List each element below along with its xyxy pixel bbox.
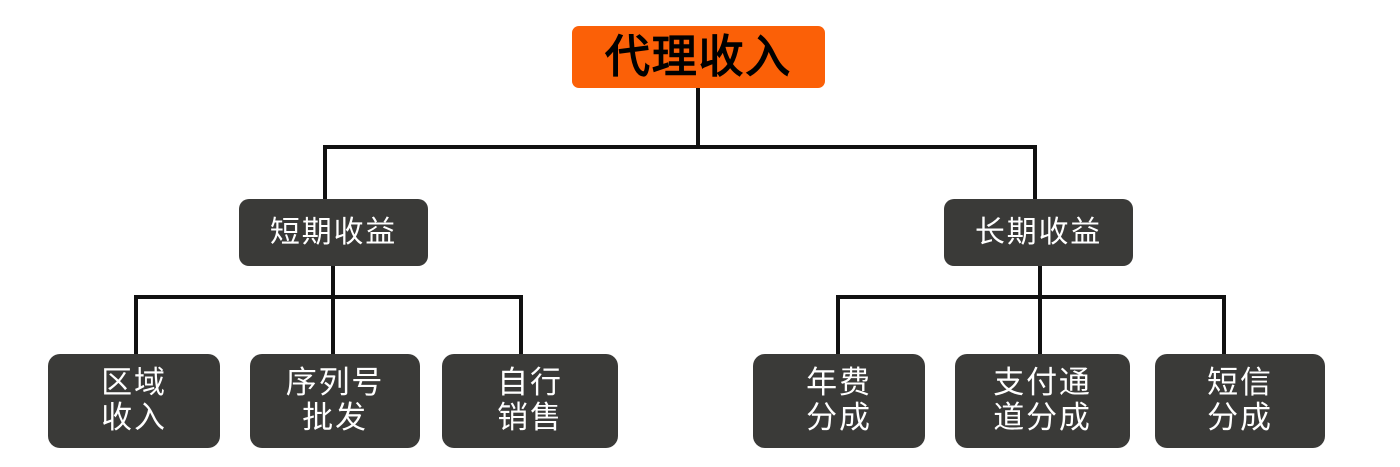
node-root-label: 代理收入	[604, 30, 793, 84]
connector-short-term-horizontal	[134, 295, 523, 299]
node-root-agent-income[interactable]: 代理收入	[572, 26, 825, 88]
node-long-term-label: 长期收益	[974, 214, 1103, 250]
node-short-term-income[interactable]: 短期收益	[239, 199, 428, 266]
connector-short-term-stem	[331, 266, 335, 356]
node-short-term-label: 短期收益	[269, 214, 398, 250]
node-payment-channel-share-label: 支付通 道分成	[993, 365, 1092, 436]
node-payment-channel-share[interactable]: 支付通 道分成	[955, 354, 1130, 448]
node-sms-share-label: 短信 分成	[1207, 365, 1273, 436]
node-self-sales-label: 自行 销售	[497, 365, 563, 436]
node-annual-fee-share[interactable]: 年费 分成	[753, 354, 925, 448]
node-region-income-label: 区域 收入	[101, 365, 167, 436]
node-region-income[interactable]: 区域 收入	[48, 354, 220, 448]
connector-root-stem	[696, 88, 700, 149]
connector-root-horizontal	[323, 145, 1037, 149]
connector-long-term-horizontal	[836, 295, 1226, 299]
node-long-term-income[interactable]: 长期收益	[944, 199, 1133, 266]
node-serial-wholesale-label: 序列号 批发	[285, 365, 385, 436]
node-annual-fee-share-label: 年费 分成	[806, 365, 872, 436]
connector-drop-self-sales	[519, 295, 523, 356]
connector-drop-long-term	[1033, 145, 1037, 201]
node-serial-wholesale[interactable]: 序列号 批发	[250, 354, 420, 448]
connector-drop-sms-share	[1222, 295, 1226, 356]
connector-drop-annual-fee	[836, 295, 840, 356]
connector-drop-short-term	[323, 145, 327, 201]
node-sms-share[interactable]: 短信 分成	[1155, 354, 1325, 448]
connector-long-term-stem	[1038, 266, 1042, 356]
node-self-sales[interactable]: 自行 销售	[442, 354, 618, 448]
connector-drop-region-income	[134, 295, 138, 356]
